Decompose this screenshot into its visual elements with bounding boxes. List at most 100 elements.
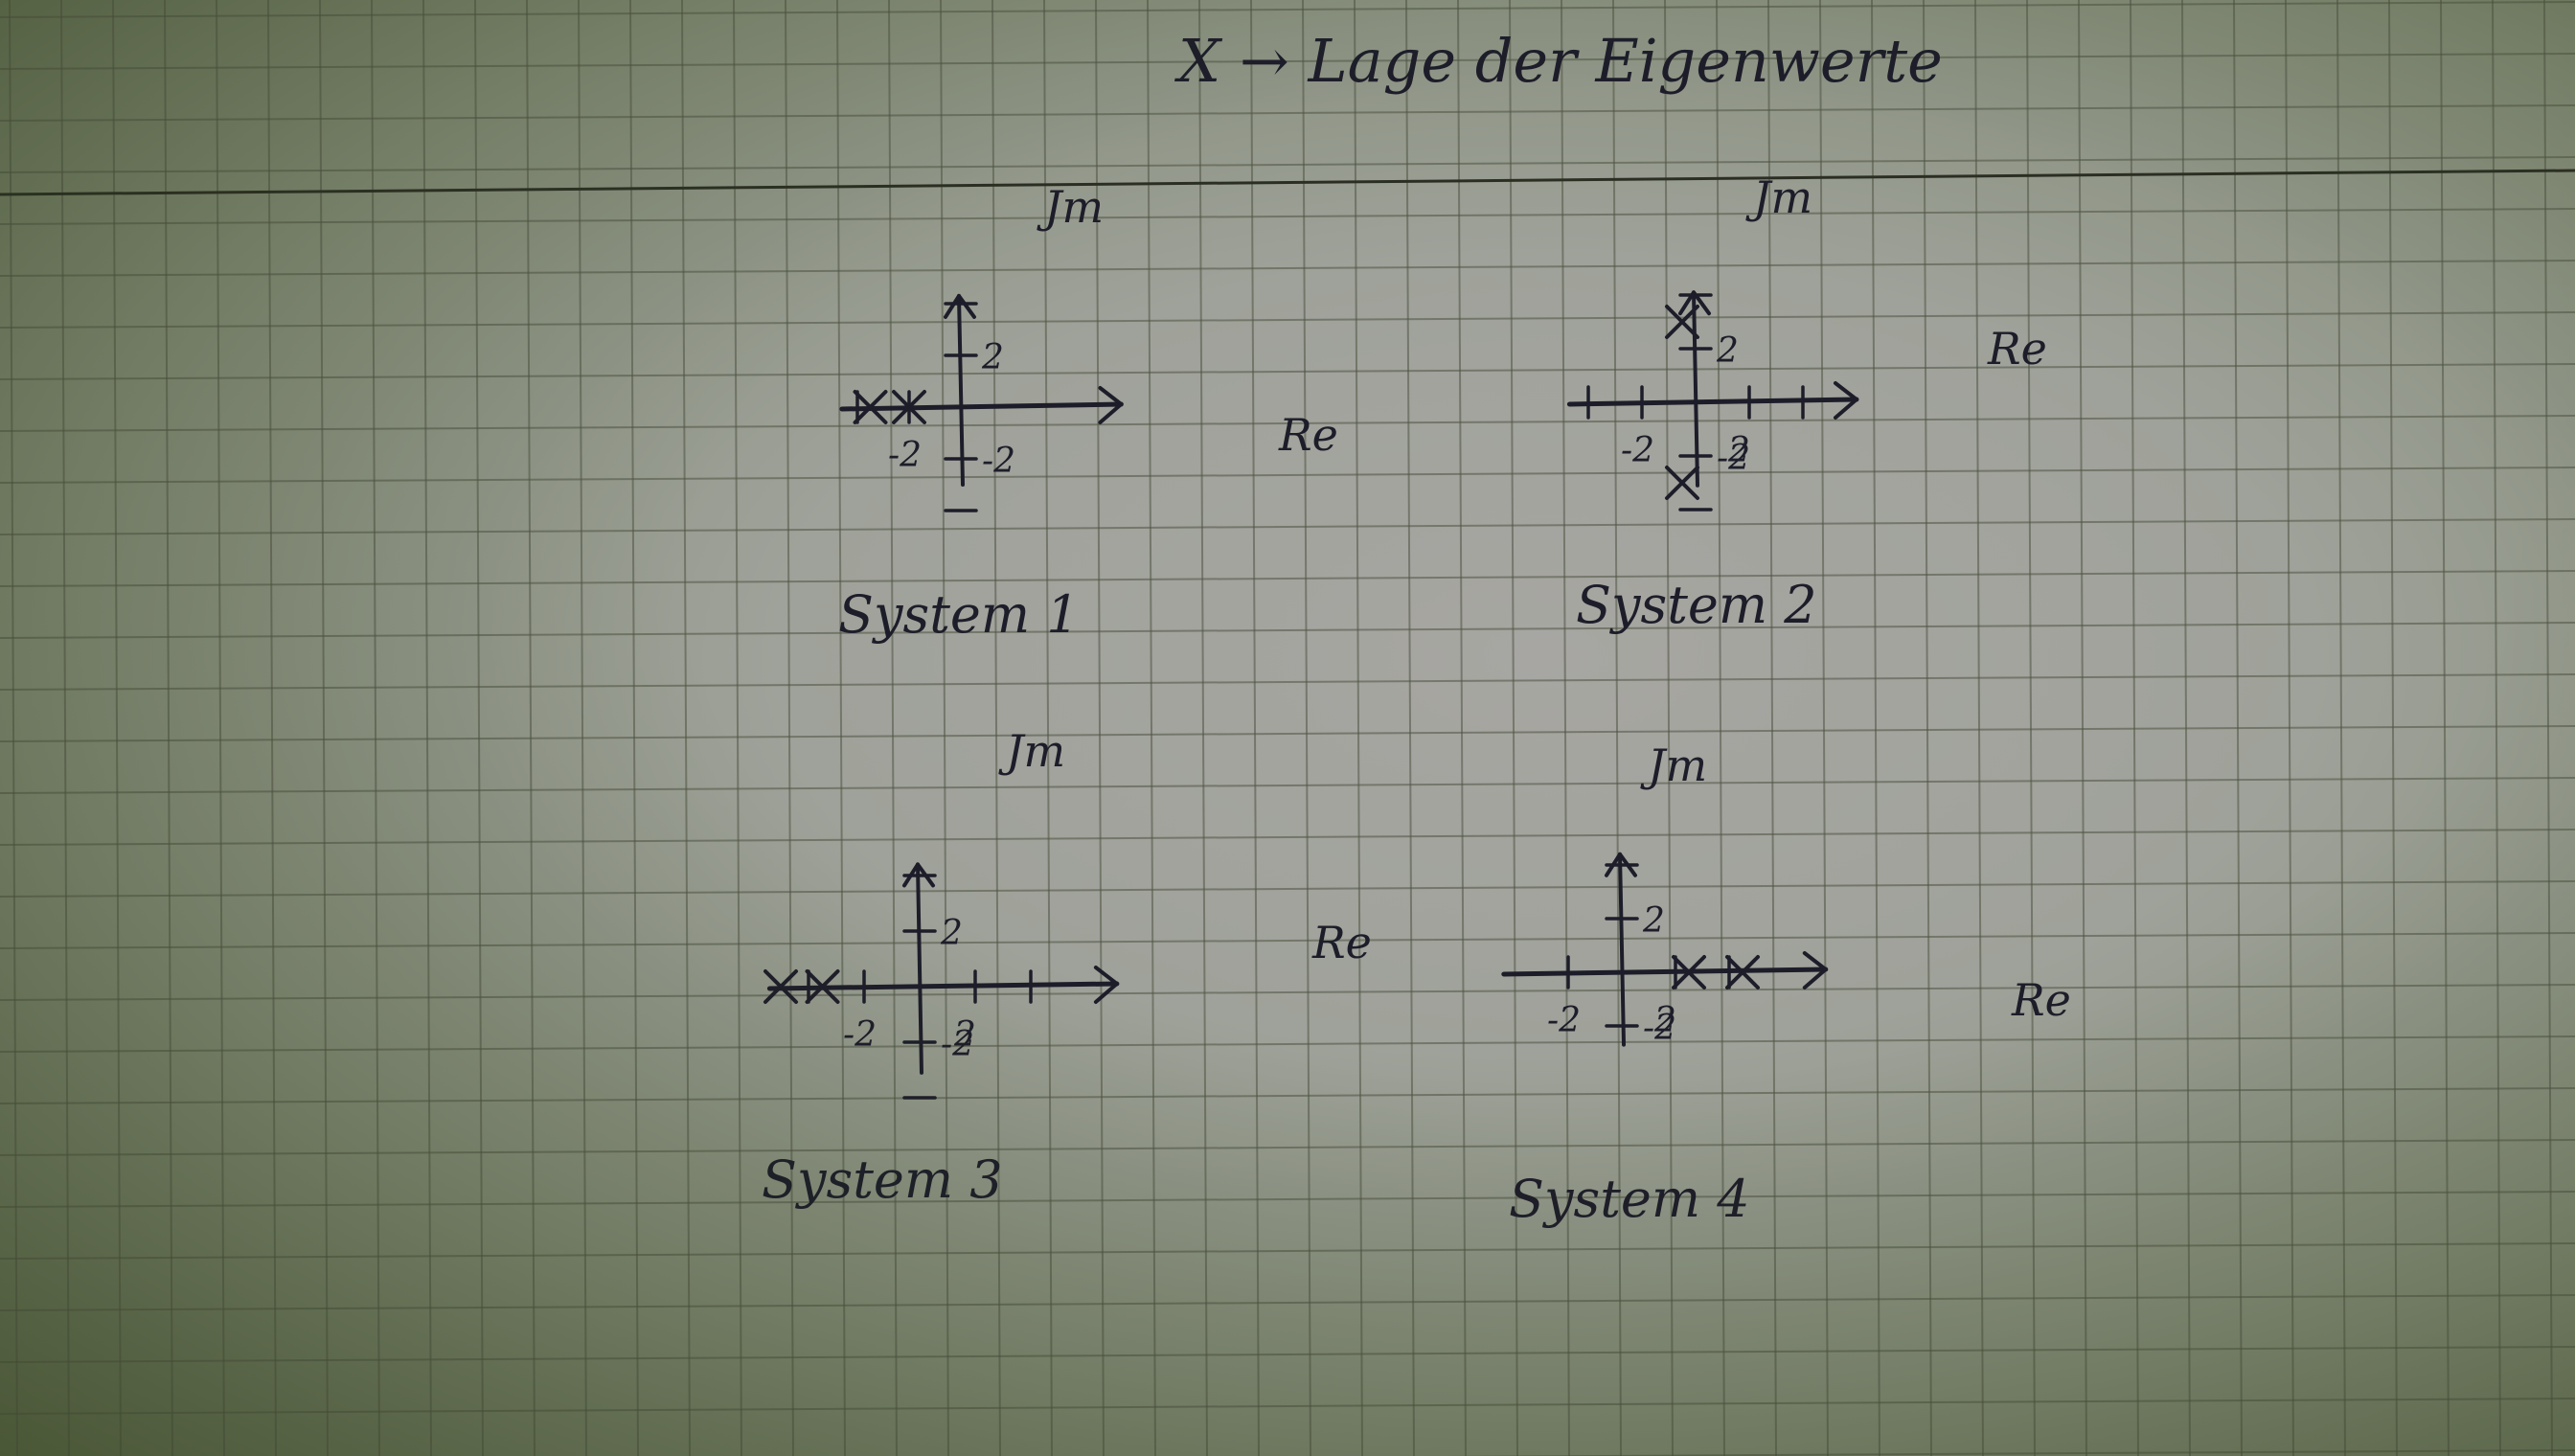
- real-axis-label: Re: [1987, 323, 2047, 375]
- real-axis-arrow-icon: [1093, 966, 1119, 1004]
- page-separator-line: [0, 169, 2575, 196]
- real-axis-arrow-icon: [1834, 381, 1858, 420]
- real-axis-arrow-icon: [1098, 386, 1124, 424]
- grid-line-horizontal: [0, 1035, 2575, 1053]
- system-caption: System 2: [1576, 575, 1817, 635]
- grid-line-vertical: [1043, 0, 1053, 1456]
- grid-line-vertical: [681, 0, 691, 1456]
- y-tick-label: 2: [940, 914, 963, 953]
- grid-line-vertical: [1509, 0, 1518, 1456]
- grid-line-vertical: [1147, 0, 1156, 1456]
- imaginary-axis-label: Jm: [1640, 739, 1707, 791]
- imaginary-axis: [1618, 852, 1626, 1047]
- system-caption: System 1: [838, 584, 1080, 645]
- grid-line-vertical: [1664, 0, 1674, 1456]
- grid-line-vertical: [216, 0, 225, 1456]
- grid-line-horizontal: [0, 673, 2575, 691]
- grid-line-horizontal: [0, 1398, 2575, 1415]
- grid-line-horizontal: [0, 932, 2575, 949]
- grid-line-vertical: [371, 0, 380, 1456]
- grid-line-vertical: [1974, 0, 1984, 1456]
- grid-line-horizontal: [0, 466, 2575, 484]
- grid-line-vertical: [267, 0, 277, 1456]
- eigenvalue-marker: [853, 390, 888, 424]
- grid-line-horizontal: [0, 53, 2575, 70]
- grid-line-horizontal: [0, 984, 2575, 1001]
- grid-line-vertical: [1767, 0, 1777, 1456]
- grid-line-horizontal: [0, 622, 2575, 639]
- grid-line-vertical: [991, 0, 1001, 1456]
- grid-line-horizontal: [0, 1346, 2575, 1363]
- system-caption: System 4: [1509, 1169, 1750, 1229]
- grid-line-vertical: [1354, 0, 1363, 1456]
- grid-line-vertical: [836, 0, 846, 1456]
- grid-line-vertical: [526, 0, 536, 1456]
- grid-line-horizontal: [0, 1294, 2575, 1311]
- grid-line-vertical: [319, 0, 329, 1456]
- grid-line-vertical: [2440, 0, 2450, 1456]
- real-axis: [1566, 397, 1859, 407]
- grid-line-vertical: [1716, 0, 1725, 1456]
- x-tick-label: 2: [1727, 431, 1750, 470]
- imaginary-axis: [916, 862, 923, 1075]
- grid-line-vertical: [112, 0, 122, 1456]
- x-tick-label: 2: [953, 1015, 976, 1055]
- real-axis-label: Re: [2011, 974, 2071, 1026]
- grid-line-horizontal: [0, 415, 2575, 432]
- grid-line-vertical: [629, 0, 639, 1456]
- grid-line-vertical: [2078, 0, 2087, 1456]
- grid-line-vertical: [1819, 0, 1829, 1456]
- x-tick-label: 2: [1653, 1001, 1676, 1040]
- grid-line-vertical: [1923, 0, 1932, 1456]
- eigenvalue-marker: [763, 969, 798, 1004]
- grid-line-vertical: [2026, 0, 2036, 1456]
- grid-line-vertical: [1405, 0, 1415, 1456]
- grid-line-vertical: [785, 0, 794, 1456]
- grid-line-horizontal: [0, 725, 2575, 742]
- grid-line-horizontal: [0, 570, 2575, 587]
- imaginary-axis-arrow-icon: [902, 862, 935, 888]
- grid-line-vertical: [1250, 0, 1260, 1456]
- grid-line-vertical: [1561, 0, 1570, 1456]
- real-axis: [1501, 967, 1829, 977]
- y-tick-label: 2: [981, 338, 1004, 377]
- grid-line-vertical: [733, 0, 742, 1456]
- eigenvalue-marker: [1665, 466, 1699, 500]
- imaginary-axis-arrow-icon: [944, 293, 976, 319]
- eigenvalue-marker: [1672, 955, 1706, 990]
- eigenvalue-marker: [1665, 305, 1699, 339]
- grid-line-vertical: [1871, 0, 1880, 1456]
- eigenvalue-marker: [805, 969, 840, 1004]
- grid-line-vertical: [2543, 0, 2553, 1456]
- real-axis-arrow-icon: [1802, 951, 1828, 990]
- grid-line-vertical: [1612, 0, 1622, 1456]
- real-axis-label: Re: [1311, 917, 1372, 968]
- grid-line-horizontal: [0, 260, 2575, 277]
- y-tick-label: -2: [1643, 1009, 1676, 1048]
- grid-line-vertical: [164, 0, 173, 1456]
- imaginary-axis-arrow-icon: [1605, 852, 1637, 877]
- x-tick-label: -2: [1621, 431, 1654, 470]
- grid-line-vertical: [2492, 0, 2501, 1456]
- grid-line-horizontal: [0, 1242, 2575, 1260]
- grid-line-horizontal: [0, 1191, 2575, 1208]
- grid-line-horizontal: [0, 156, 2575, 173]
- y-tick-label: 2: [1642, 901, 1665, 941]
- eigenvalue-marker: [892, 390, 926, 424]
- grid-line-horizontal: [0, 363, 2575, 380]
- grid-line-horizontal: [0, 1, 2575, 18]
- grid-line-horizontal: [0, 311, 2575, 329]
- grid-line-horizontal: [0, 208, 2575, 225]
- real-axis: [766, 981, 1120, 991]
- grid-line-vertical: [1302, 0, 1311, 1456]
- real-axis: [839, 401, 1124, 412]
- grid-line-vertical: [422, 0, 432, 1456]
- grid-line-horizontal: [0, 1139, 2575, 1156]
